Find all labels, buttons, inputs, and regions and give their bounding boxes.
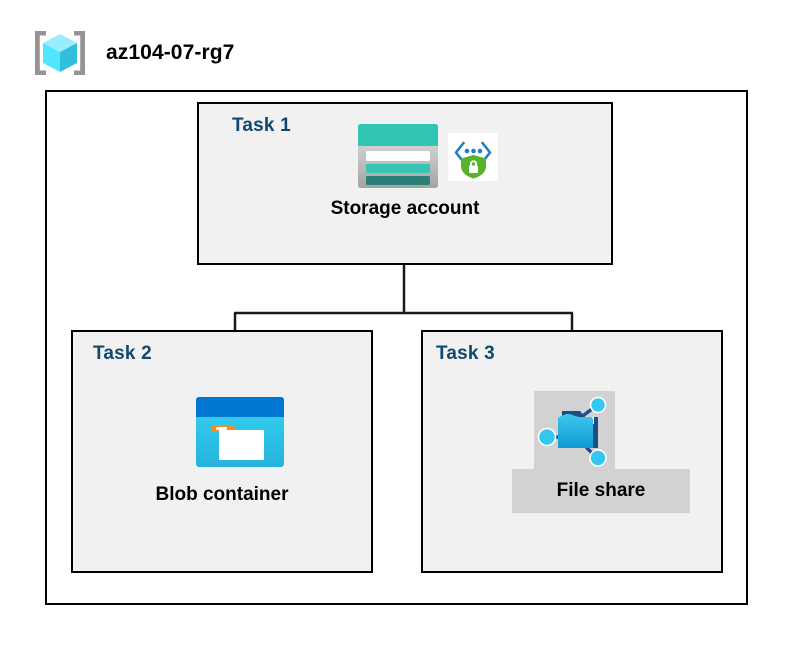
resource-group-header: az104-07-rg7 (32, 26, 452, 80)
file-share-icon[interactable] (534, 391, 615, 472)
secure-endpoint-shield-icon[interactable] (448, 133, 498, 181)
blob-container-label: Blob container (155, 484, 289, 505)
task-3-box[interactable]: Task 3 (421, 330, 723, 573)
task-1-label: Task 1 (232, 115, 291, 136)
task-3-label: Task 3 (436, 343, 495, 364)
resource-group-cube-icon (35, 31, 85, 75)
task-2-box[interactable]: Task 2 Blob contai (71, 330, 373, 573)
resource-group-title: az104-07-rg7 (106, 41, 235, 64)
file-share-label-highlight (512, 469, 690, 513)
task-1-box[interactable]: Task 1 (197, 102, 613, 265)
storage-account-label: Storage account (330, 198, 480, 219)
file-share-label: File share (556, 480, 646, 501)
task-2-label: Task 2 (93, 343, 152, 364)
storage-account-icon[interactable] (356, 122, 440, 190)
blob-container-icon[interactable] (194, 395, 286, 469)
